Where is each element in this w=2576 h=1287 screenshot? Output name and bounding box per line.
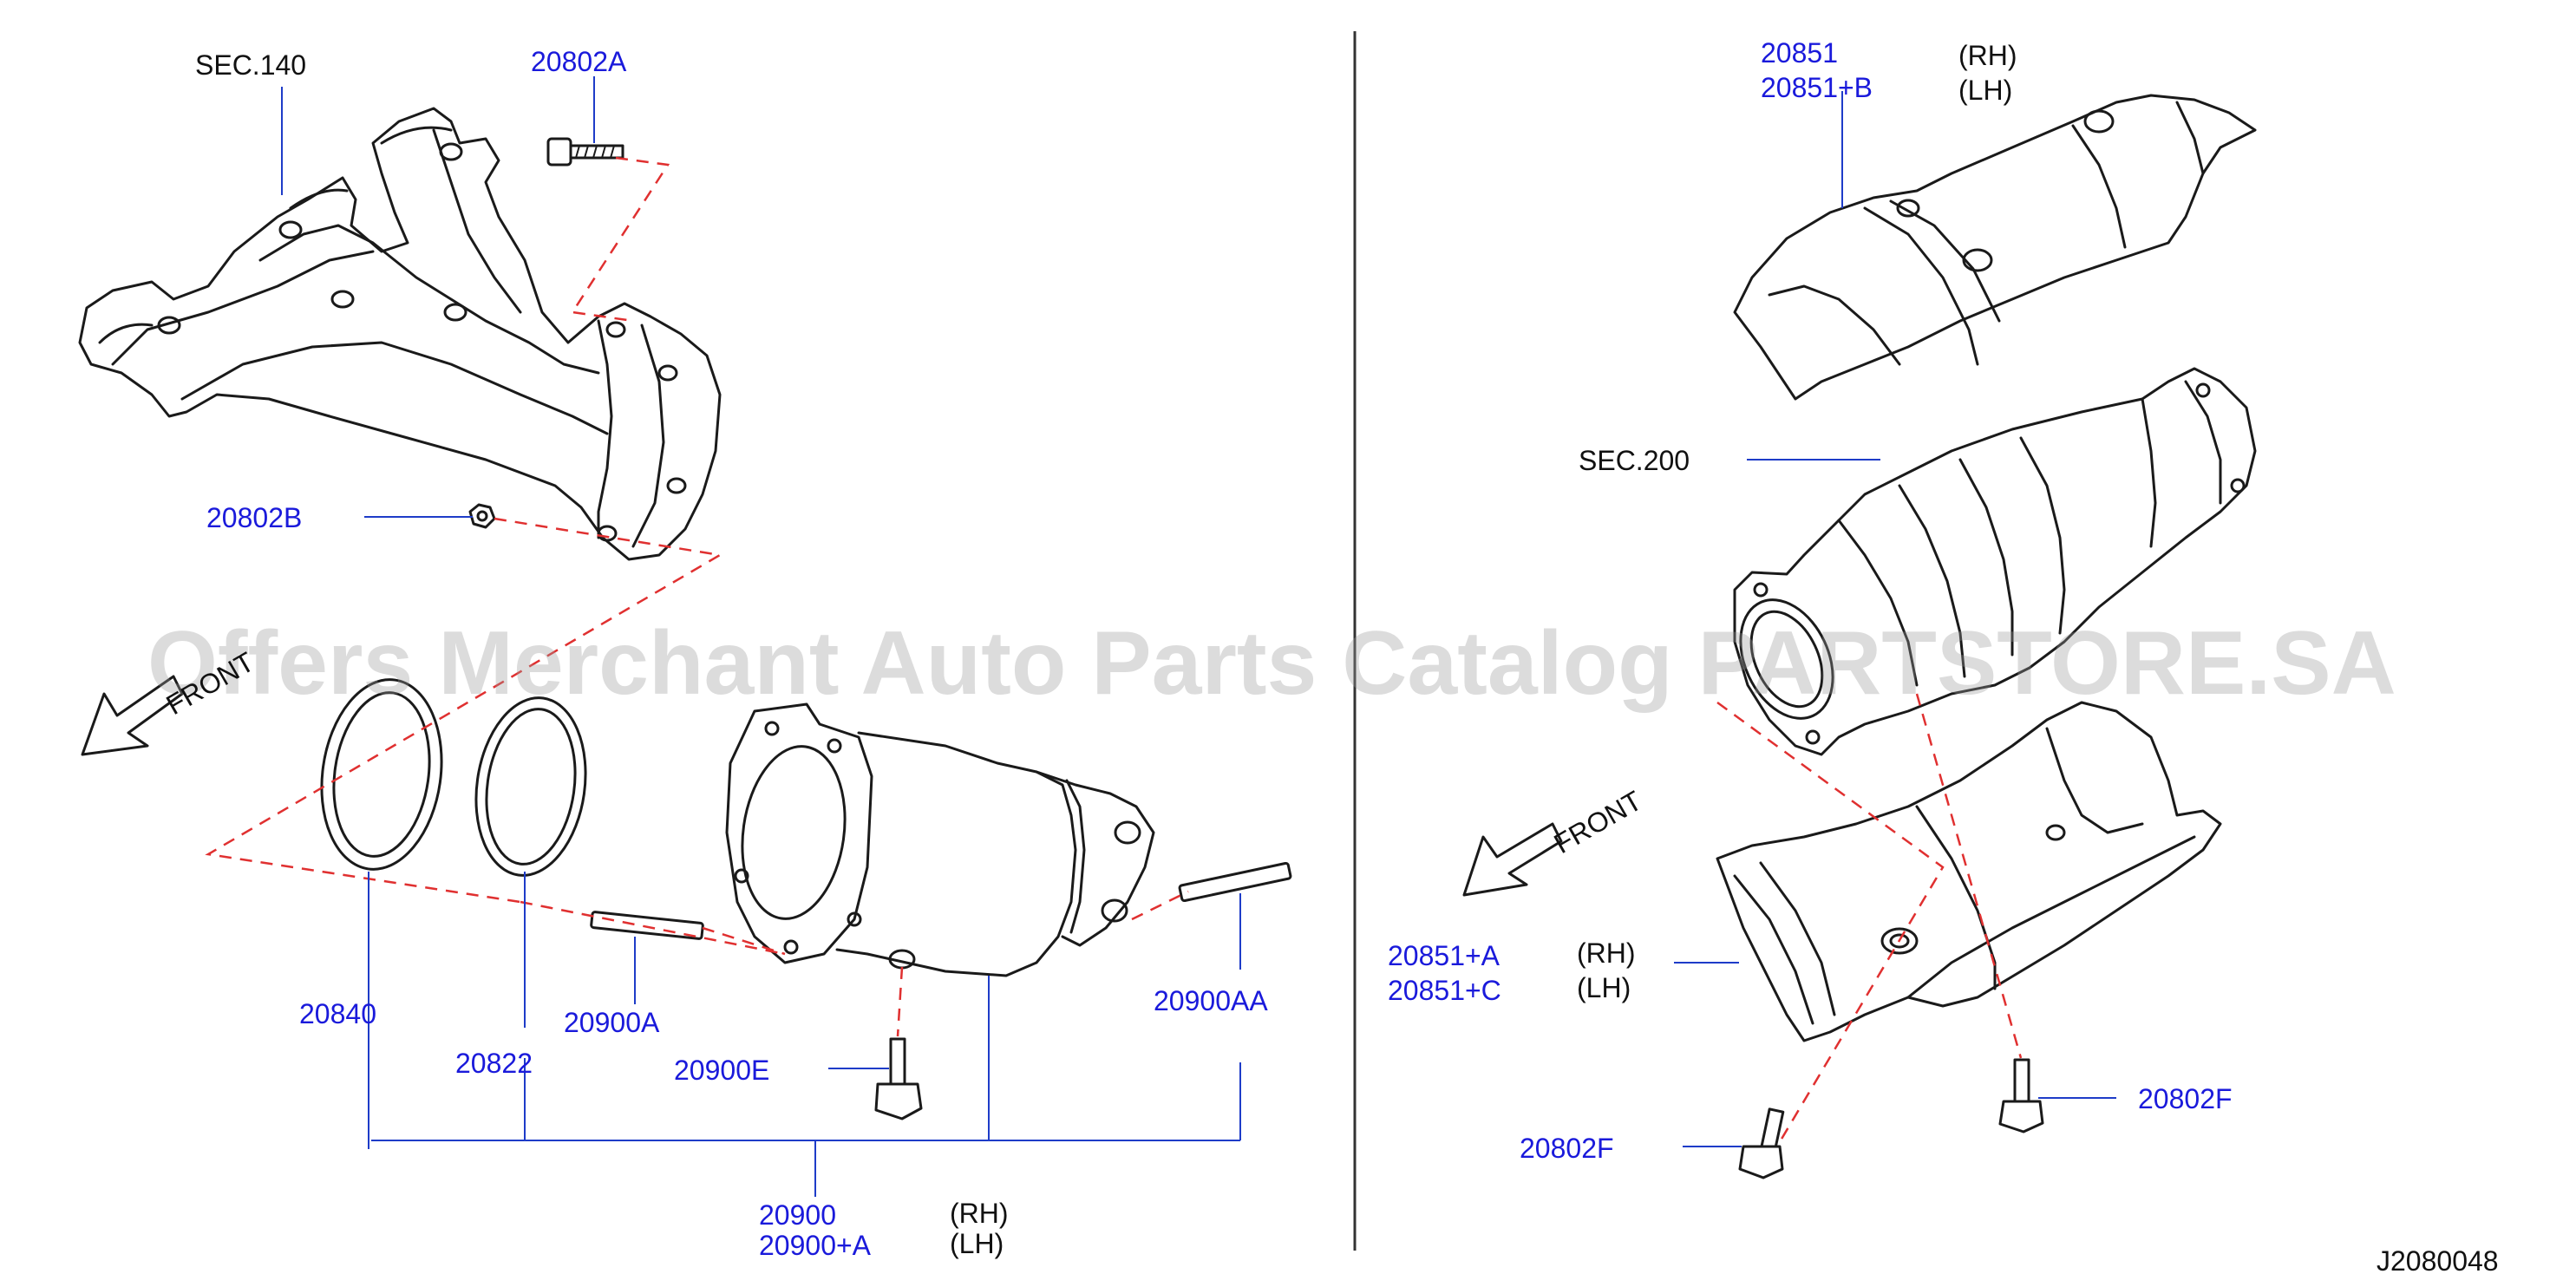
part-20900A[interactable]: 20900A <box>564 1007 660 1038</box>
assembly-dash-lines <box>205 156 2023 1146</box>
front-arrow-right <box>1462 822 1563 897</box>
part-20851plusC[interactable]: 20851+C <box>1388 975 1501 1006</box>
part-20802A[interactable]: 20802A <box>531 46 627 77</box>
diagram-id: J2080048 <box>2377 1245 2499 1277</box>
heat-insulator-upper[interactable] <box>1733 94 2257 401</box>
part-20802F-right[interactable]: 20802F <box>2138 1083 2233 1114</box>
label-sec200: SEC.200 <box>1579 445 1690 476</box>
label-rh-20851: (RH) <box>1958 40 2017 71</box>
heat-insulator-lower[interactable] <box>1716 701 2222 1042</box>
bolt-20802A[interactable] <box>546 137 624 167</box>
stud-20900AA[interactable] <box>1178 861 1292 903</box>
label-front-right: FRONT <box>1549 785 1647 859</box>
front-arrow-left <box>81 675 184 756</box>
part-20900E[interactable]: 20900E <box>674 1055 769 1086</box>
label-sec140: SEC.140 <box>195 49 306 81</box>
part-20851plusB[interactable]: 20851+B <box>1761 72 1873 103</box>
part-20802B[interactable]: 20802B <box>206 502 302 533</box>
part-20900plusA[interactable]: 20900+A <box>759 1230 872 1261</box>
part-20900AA[interactable]: 20900AA <box>1154 985 1268 1016</box>
part-20851plusA[interactable]: 20851+A <box>1388 940 1500 971</box>
leader-lines <box>281 76 2116 1197</box>
label-lh-20851C: (LH) <box>1577 972 1631 1003</box>
bolt-20900E[interactable] <box>874 1037 923 1120</box>
watermark: Offers Merchant Auto Parts Catalog PARTS… <box>147 613 2396 714</box>
bolt-20802F-right[interactable] <box>1998 1058 2044 1133</box>
label-lh-20851: (LH) <box>1958 75 2012 106</box>
part-20822[interactable]: 20822 <box>455 1048 533 1079</box>
catalytic-converter-right[interactable] <box>1723 367 2257 756</box>
nut-20802B[interactable] <box>468 503 496 529</box>
label-rh-20900: (RH) <box>950 1198 1009 1229</box>
exhaust-manifold[interactable] <box>78 107 722 561</box>
catalytic-converter[interactable] <box>725 702 1155 977</box>
gasket-20822[interactable] <box>465 690 596 882</box>
part-20900[interactable]: 20900 <box>759 1199 836 1231</box>
part-20840[interactable]: 20840 <box>299 998 376 1029</box>
bolt-20802F-left[interactable] <box>1738 1107 1785 1179</box>
part-20802F-left[interactable]: 20802F <box>1520 1133 1614 1164</box>
part-20851[interactable]: 20851 <box>1761 37 1838 69</box>
gasket-20840[interactable] <box>310 672 453 878</box>
label-lh-20900: (LH) <box>950 1228 1004 1259</box>
label-rh-20851A: (RH) <box>1577 937 1636 969</box>
